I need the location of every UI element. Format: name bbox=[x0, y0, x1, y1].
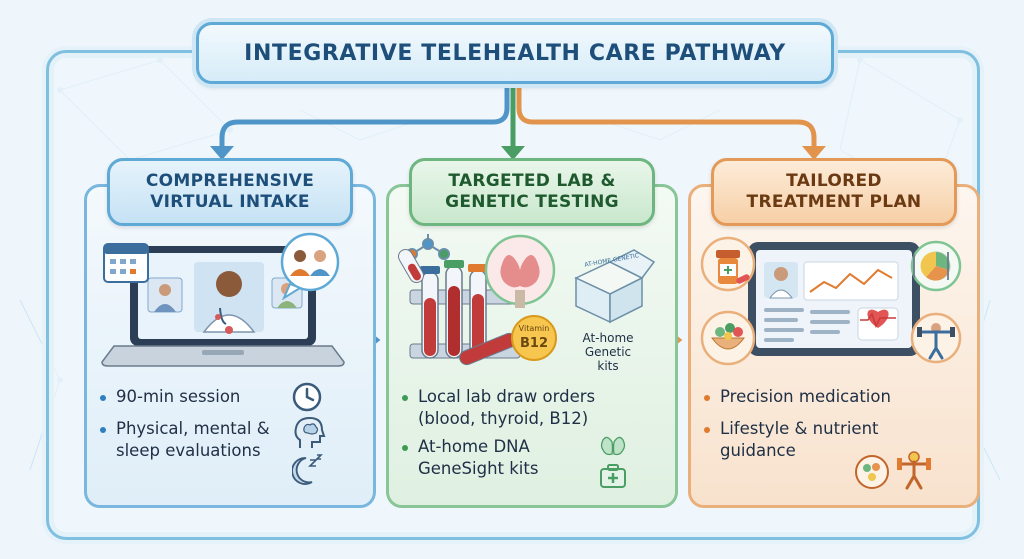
kit-label-line: Genetic bbox=[585, 345, 631, 359]
treatment-bullets: Precision medication Lifestyle & nutrien… bbox=[702, 386, 942, 466]
treatment-plan-illustration bbox=[700, 236, 962, 366]
kit-label-line: At-home bbox=[582, 331, 633, 345]
bullet-item: Precision medication bbox=[702, 386, 942, 408]
fitness-person-icon bbox=[910, 312, 962, 364]
bullet-text: GeneSight kits bbox=[418, 459, 539, 478]
bullet-item: Local lab draw orders (blood, thyroid, B… bbox=[400, 386, 630, 430]
bullet-text: Local lab draw orders bbox=[418, 387, 596, 406]
bullet-text: Physical, mental & bbox=[116, 419, 270, 438]
thyroid-icon bbox=[484, 234, 556, 308]
meal-plate-small-icon bbox=[855, 455, 889, 489]
heading-line: TARGETED LAB & bbox=[448, 171, 616, 191]
heading-line: GENETIC TESTING bbox=[445, 192, 619, 212]
lab-testing-illustration: Vitamin B12 AT-HOME GENETIC At-home Gene… bbox=[398, 234, 656, 373]
brain-head-icon bbox=[294, 416, 326, 448]
heading-line: TREATMENT PLAN bbox=[746, 192, 922, 212]
title-text: INTEGRATIVE TELEHEALTH CARE PATHWAY bbox=[244, 40, 786, 66]
vitamin-capsule-icon: Vitamin B12 bbox=[511, 315, 557, 361]
virtual-intake-illustration bbox=[101, 232, 345, 367]
chat-bubble-icon bbox=[280, 232, 340, 301]
step-heading-testing: TARGETED LAB & GENETIC TESTING bbox=[409, 158, 655, 226]
first-aid-kit-icon bbox=[600, 464, 626, 488]
calendar-icon bbox=[103, 243, 149, 283]
clock-icon bbox=[292, 382, 322, 412]
bullet-text: sleep evaluations bbox=[116, 441, 261, 460]
bullet-text: Precision medication bbox=[720, 387, 891, 406]
bullet-item: 90-min session bbox=[98, 386, 298, 408]
intake-bullets: 90-min session Physical, mental & sleep … bbox=[98, 386, 298, 466]
kit-label-line: kits bbox=[597, 359, 618, 373]
strength-person-small-icon bbox=[897, 451, 931, 490]
sleep-moon-icon bbox=[292, 454, 323, 485]
vitamin-code: B12 bbox=[520, 336, 548, 351]
heart-rate-icon bbox=[860, 309, 896, 328]
step-heading-intake: COMPREHENSIVE VIRTUAL INTAKE bbox=[107, 158, 353, 226]
bullet-text: Lifestyle & nutrient bbox=[720, 419, 879, 438]
heading-line: VIRTUAL INTAKE bbox=[150, 192, 310, 212]
heading-line: COMPREHENSIVE bbox=[145, 171, 315, 191]
bullet-item: Physical, mental & sleep evaluations bbox=[98, 418, 298, 462]
tablet-dashboard-icon bbox=[748, 242, 920, 356]
genetic-kit-box-icon: AT-HOME GENETIC bbox=[574, 249, 656, 324]
heading-line: TAILORED bbox=[786, 171, 882, 191]
bullet-item: At-home DNA GeneSight kits bbox=[400, 436, 630, 480]
thyroid-small-icon bbox=[600, 436, 626, 456]
salad-bowl-icon bbox=[700, 310, 756, 366]
pill-bottle-icon bbox=[700, 236, 756, 292]
vitamin-label: Vitamin bbox=[519, 324, 550, 333]
bullet-text: guidance bbox=[720, 441, 796, 460]
healthy-plate-icon bbox=[910, 240, 962, 292]
doctor-avatar-icon bbox=[194, 262, 264, 333]
test-tubes-icon bbox=[398, 248, 521, 366]
bullet-text: (blood, thyroid, B12) bbox=[418, 409, 589, 428]
bullet-text: 90-min session bbox=[116, 387, 241, 406]
bullet-item: Lifestyle & nutrient guidance bbox=[702, 418, 942, 462]
step-heading-treatment: TAILORED TREATMENT PLAN bbox=[711, 158, 957, 226]
testing-bullets: Local lab draw orders (blood, thyroid, B… bbox=[400, 386, 630, 484]
page-title: INTEGRATIVE TELEHEALTH CARE PATHWAY bbox=[196, 22, 834, 84]
bullet-text: At-home DNA bbox=[418, 437, 530, 456]
